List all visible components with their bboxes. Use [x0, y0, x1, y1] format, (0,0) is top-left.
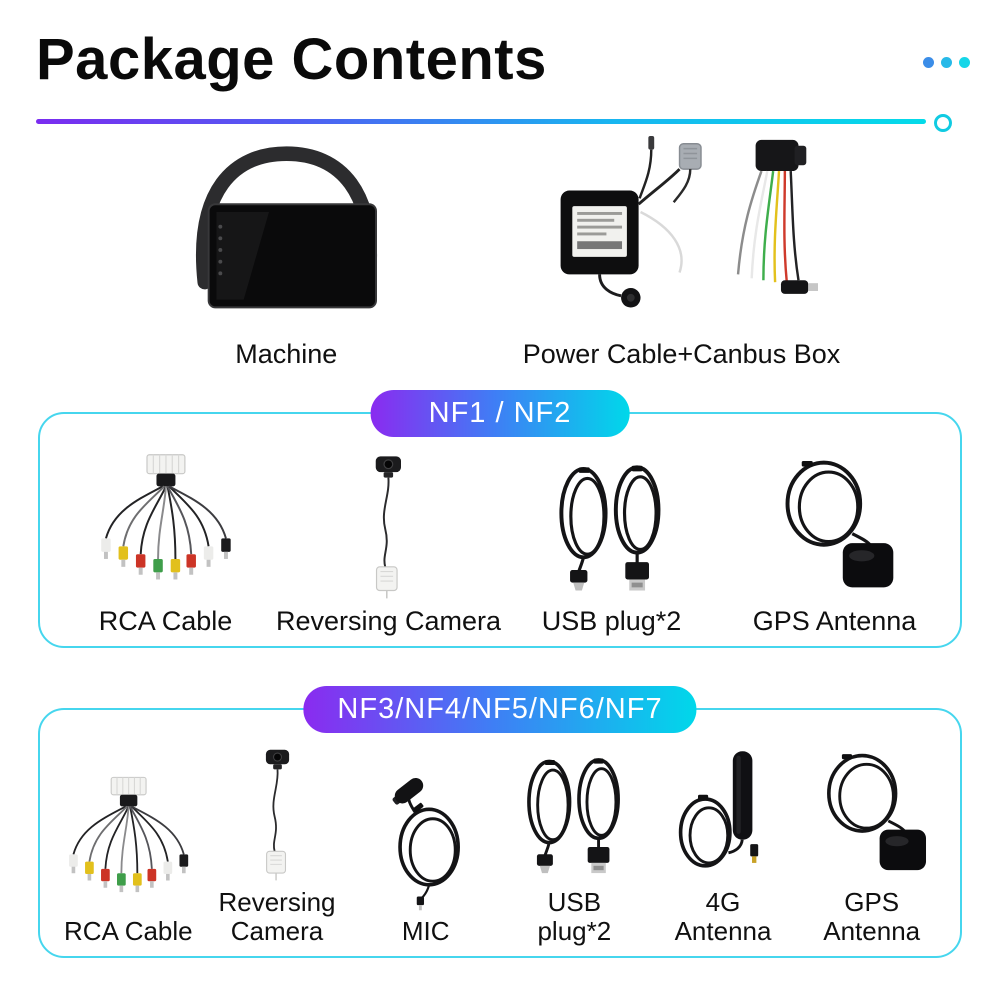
item-label: Reversing Camera [218, 886, 336, 946]
list-item: USB plug*2 [500, 744, 649, 946]
item-label: RCA Cable [64, 915, 193, 946]
dot-icon [959, 57, 970, 68]
list-item: GPS Antenna [797, 744, 946, 946]
product-machine: Machine [160, 134, 413, 370]
reversing-camera-image [234, 744, 321, 882]
list-item: RCA Cable [54, 448, 277, 636]
usb-plug-image [513, 744, 636, 882]
decorative-dots [923, 57, 970, 68]
item-label: GPS Antenna [823, 886, 921, 946]
list-item: MIC [351, 744, 500, 946]
rca-cable-image [56, 773, 201, 911]
item-label: Reversing Camera [275, 605, 502, 636]
section-badge: NF3/NF4/NF5/NF6/NF7 [303, 686, 697, 733]
product-label: Power Cable+Canbus Box [522, 339, 841, 369]
rca-cable-image [87, 450, 245, 600]
list-item: 4G Antenna [649, 744, 798, 946]
section-nf1-nf2: NF1 / NF2 RCA Cable Reversing Camera USB… [38, 390, 962, 648]
list-item: RCA Cable [54, 744, 203, 946]
dot-icon [923, 57, 934, 68]
divider-line [36, 119, 926, 124]
product-label: Machine [235, 339, 338, 369]
usb-plug-image [544, 450, 678, 600]
list-item: Reversing Camera [203, 744, 352, 946]
list-item: GPS Antenna [723, 448, 946, 636]
section-badge: NF1 / NF2 [370, 390, 630, 437]
power-cable-canbus-image [535, 134, 828, 329]
item-label: RCA Cable [98, 605, 233, 636]
dot-icon [941, 57, 952, 68]
mic-image [371, 773, 480, 911]
item-label: 4G Antenna [674, 886, 772, 946]
section-items-row: RCA Cable Reversing Camera MIC USB plug*… [40, 710, 960, 956]
gps-antenna-image [810, 744, 933, 882]
item-label: MIC [401, 915, 450, 946]
header: Package Contents [36, 26, 970, 93]
gps-antenna-image [767, 450, 901, 600]
4g-antenna-image [669, 744, 778, 882]
list-item: Reversing Camera [275, 448, 502, 636]
machine-image [160, 134, 413, 329]
section-nf3-nf7: NF3/NF4/NF5/NF6/NF7 RCA Cable Reversing … [38, 686, 962, 958]
divider-end-ring-icon [934, 114, 952, 132]
page-title: Package Contents [36, 27, 547, 92]
list-item: USB plug*2 [500, 448, 723, 636]
reversing-camera-image [341, 450, 436, 600]
gradient-divider [36, 114, 952, 132]
product-power-cable-canbus: Power Cable+Canbus Box [523, 134, 840, 370]
item-label: USB plug*2 [537, 886, 612, 946]
top-products-row: Machine Power Cable+Canbus Box [0, 134, 1000, 370]
section-items-row: RCA Cable Reversing Camera USB plug*2 GP… [40, 414, 960, 646]
item-label: USB plug*2 [541, 605, 682, 636]
item-label: GPS Antenna [752, 605, 917, 636]
